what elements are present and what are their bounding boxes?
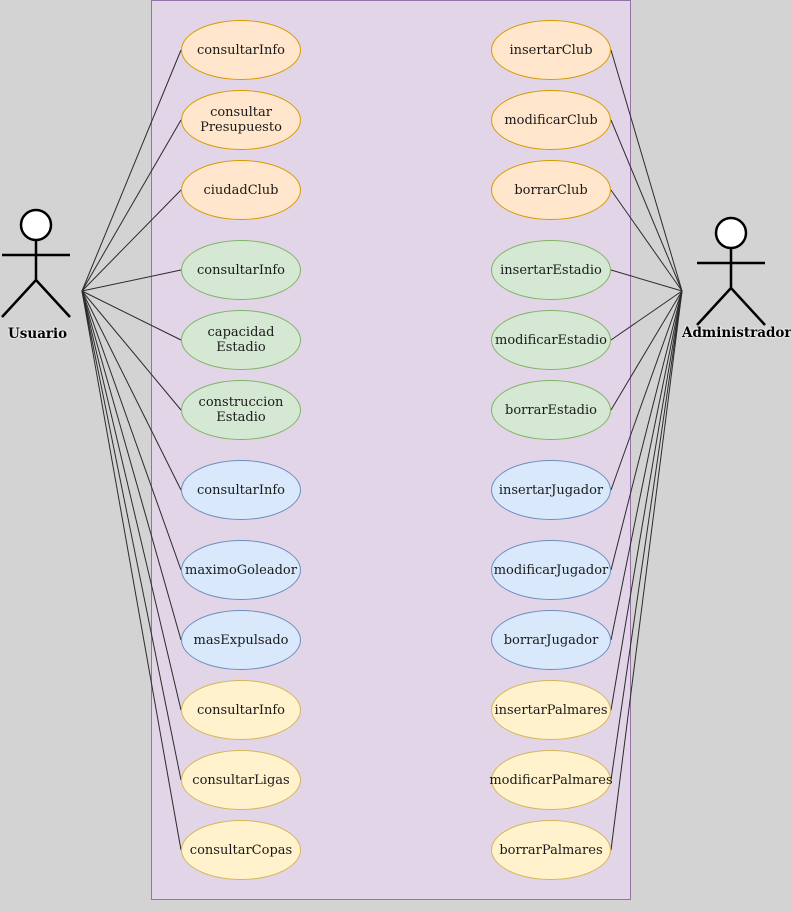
actor-label-usuario: Usuario	[8, 326, 68, 342]
use-case-right-modificarestadio[interactable]: modificarEstadio	[491, 310, 611, 370]
use-case-right-borrarpalmares[interactable]: borrarPalmares	[491, 820, 611, 880]
use-case-label: ciudadClub	[203, 182, 279, 198]
association-line-administrador	[610, 290, 683, 641]
use-case-right-borrarjugador[interactable]: borrarJugador	[491, 610, 611, 670]
use-case-right-modificarclub[interactable]: modificarClub	[491, 90, 611, 150]
association-line-usuario	[81, 119, 182, 292]
use-case-left-capacidad-estadio[interactable]: capacidad Estadio	[181, 310, 301, 370]
use-case-label: consultarCopas	[189, 842, 293, 858]
association-line-usuario	[81, 290, 182, 341]
association-line-usuario	[81, 49, 182, 292]
association-line-administrador	[610, 290, 683, 341]
use-case-left-maximogoleador[interactable]: maximoGoleador	[181, 540, 301, 600]
use-case-label: modificarJugador	[493, 562, 609, 578]
association-line-administrador	[610, 290, 683, 851]
use-case-left-consultarinfo[interactable]: consultarInfo	[181, 20, 301, 80]
use-case-left-consultarinfo[interactable]: consultarInfo	[181, 240, 301, 300]
association-line-usuario	[81, 290, 182, 491]
use-case-label: consultar Presupuesto	[200, 105, 282, 135]
association-line-administrador	[610, 290, 683, 411]
use-case-left-consultar-presupuesto[interactable]: consultar Presupuesto	[181, 90, 301, 150]
association-line-usuario	[81, 290, 182, 851]
use-case-right-modificarjugador[interactable]: modificarJugador	[491, 540, 611, 600]
use-case-left-consultarinfo[interactable]: consultarInfo	[181, 680, 301, 740]
use-case-label: borrarJugador	[503, 632, 599, 648]
use-case-label: consultarInfo	[196, 702, 286, 718]
association-line-usuario	[81, 290, 182, 711]
use-case-right-insertarclub[interactable]: insertarClub	[491, 20, 611, 80]
use-case-label: borrarPalmares	[499, 842, 603, 858]
use-case-label: capacidad Estadio	[207, 325, 275, 355]
use-case-right-borrarestadio[interactable]: borrarEstadio	[491, 380, 611, 440]
usuario-actor-icon	[1, 208, 71, 318]
association-line-usuario	[81, 290, 182, 781]
use-case-label: insertarPalmares	[494, 702, 608, 718]
use-case-right-insertarpalmares[interactable]: insertarPalmares	[491, 680, 611, 740]
use-case-label: modificarEstadio	[495, 332, 607, 348]
use-case-left-masexpulsado[interactable]: masExpulsado	[181, 610, 301, 670]
use-case-label: insertarJugador	[498, 482, 604, 498]
use-case-label: construccion Estadio	[198, 395, 284, 425]
use-case-label: consultarInfo	[196, 42, 286, 58]
association-line-administrador	[610, 49, 683, 292]
use-case-label: modificarPalmares	[489, 772, 613, 788]
association-line-usuario	[81, 189, 182, 292]
association-line-administrador	[610, 290, 683, 711]
association-line-administrador	[610, 119, 683, 292]
use-case-label: modificarClub	[504, 112, 598, 128]
association-line-usuario	[81, 269, 182, 292]
administrador-actor-icon	[696, 216, 766, 326]
association-line-usuario	[81, 290, 182, 571]
use-case-right-modificarpalmares[interactable]: modificarPalmares	[489, 750, 613, 810]
use-case-label: consultarLigas	[192, 772, 290, 788]
use-case-label: insertarClub	[509, 42, 593, 58]
actor-label-administrador: Administrador	[682, 325, 791, 341]
use-case-right-borrarclub[interactable]: borrarClub	[491, 160, 611, 220]
association-line-administrador	[610, 290, 683, 781]
use-case-right-insertarjugador[interactable]: insertarJugador	[491, 460, 611, 520]
use-case-label: consultarInfo	[196, 482, 286, 498]
use-case-label: insertarEstadio	[500, 262, 602, 278]
use-case-left-consultarligas[interactable]: consultarLigas	[181, 750, 301, 810]
use-case-label: masExpulsado	[193, 632, 289, 648]
association-line-administrador	[610, 290, 683, 491]
use-case-left-ciudadclub[interactable]: ciudadClub	[181, 160, 301, 220]
use-case-left-consultarcopas[interactable]: consultarCopas	[181, 820, 301, 880]
use-case-label: consultarInfo	[196, 262, 286, 278]
association-line-administrador	[610, 290, 683, 571]
use-case-label: maximoGoleador	[185, 562, 297, 578]
association-line-usuario	[81, 290, 182, 411]
use-case-label: borrarClub	[514, 182, 588, 198]
use-case-left-consultarinfo[interactable]: consultarInfo	[181, 460, 301, 520]
use-case-left-construccion-estadio[interactable]: construccion Estadio	[181, 380, 301, 440]
association-line-usuario	[81, 290, 182, 641]
association-line-administrador	[610, 189, 683, 292]
association-line-administrador	[610, 269, 683, 292]
use-case-right-insertarestadio[interactable]: insertarEstadio	[491, 240, 611, 300]
use-case-label: borrarEstadio	[505, 402, 597, 418]
